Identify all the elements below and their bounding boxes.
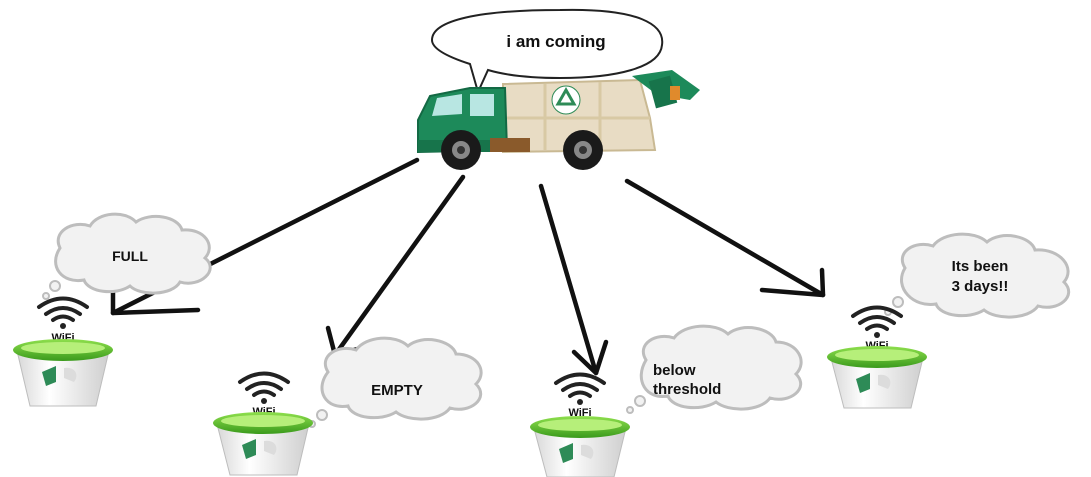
truck-speech-bubble: i am coming [430, 8, 664, 95]
garbage-truck-icon [417, 70, 700, 170]
status-cloud-empty: EMPTY [308, 336, 483, 428]
smart-bin-full [13, 339, 113, 407]
wifi-label: WiFi [568, 407, 591, 419]
wifi-icon: WiFi [238, 371, 290, 418]
recycle-logo-icon [856, 373, 870, 393]
wifi-icon: WiFi [37, 296, 89, 344]
status-cloud-its-been-3-days: Its been 3 days!! [884, 232, 1071, 319]
smart-bin-empty [213, 412, 313, 476]
recycle-logo-icon [42, 366, 56, 386]
arrow-to-empty-bin [325, 174, 466, 358]
smart-bin-below-threshold [530, 416, 630, 477]
recycle-logo-icon [242, 439, 256, 459]
wifi-icon: WiFi [554, 372, 606, 419]
status-cloud-full: FULL [42, 212, 212, 300]
status-text-full: FULL [112, 248, 148, 264]
status-cloud-below-threshold: below threshold [626, 324, 803, 414]
status-text-empty: EMPTY [371, 382, 423, 399]
status-text-below-threshold-line2: threshold [653, 381, 721, 398]
status-text-its-been-3-days-line1: Its been [952, 258, 1009, 275]
smart-bin-its-been-3-days [827, 346, 927, 409]
status-text-its-been-3-days-line2: 3 days!! [952, 278, 1009, 295]
wifi-icon: WiFi [851, 305, 903, 352]
arrow-to-3-days-bin [624, 178, 826, 298]
arrow-to-below-threshold-bin [538, 183, 609, 376]
recycle-logo-icon [559, 443, 573, 463]
truck-speech-text: i am coming [506, 32, 605, 51]
status-text-below-threshold-line1: below [653, 362, 696, 379]
